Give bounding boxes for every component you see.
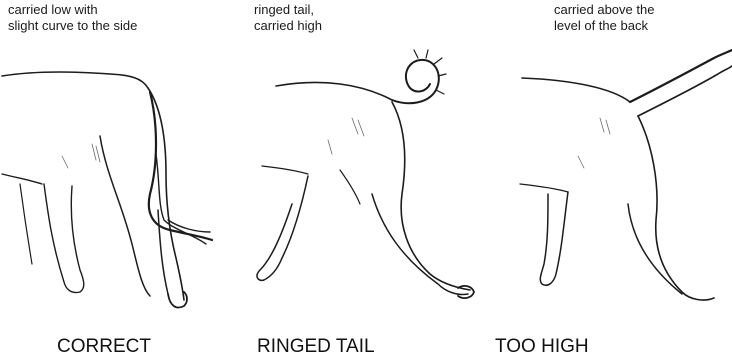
tail-ring <box>392 60 439 103</box>
panel-description: carried above the level of the back <box>554 2 654 34</box>
back-line <box>2 72 148 88</box>
far-leg <box>257 176 308 280</box>
panel-correct: carried low with slight curve to the sid… <box>0 0 232 364</box>
rump-outline <box>638 116 714 300</box>
inner-thigh <box>340 170 360 204</box>
rump-outline <box>148 88 184 300</box>
panel-too-high: carried above the level of the back TOO … <box>482 0 732 364</box>
dog-hindquarters-correct-sketch <box>0 44 232 324</box>
panel-label: CORRECT <box>57 336 151 358</box>
near-leg-front <box>100 136 150 296</box>
far-leg <box>44 184 84 293</box>
tail-fur <box>156 154 210 244</box>
belly-line <box>262 166 308 174</box>
panel-description: carried low with slight curve to the sid… <box>8 2 137 34</box>
belly-line <box>2 174 42 184</box>
rump-outline <box>392 102 470 290</box>
far-leg <box>540 192 568 285</box>
dog-hindquarters-too-high-sketch <box>482 44 732 324</box>
tail-fur <box>414 50 446 94</box>
rear-leg-front <box>372 194 468 295</box>
panel-label: TOO HIGH <box>495 336 589 358</box>
panel-ringed-tail: ringed tail, carried high RINGED TAIL <box>232 0 482 364</box>
panel-label: RINGED TAIL <box>257 336 375 358</box>
back-line <box>276 82 392 100</box>
back-line <box>522 78 630 102</box>
rear-leg-front <box>628 204 682 294</box>
dog-hindquarters-ringed-tail-sketch <box>232 44 482 324</box>
far-leg-inner <box>20 184 32 264</box>
belly-line <box>520 184 568 192</box>
panel-description: ringed tail, carried high <box>254 2 322 34</box>
